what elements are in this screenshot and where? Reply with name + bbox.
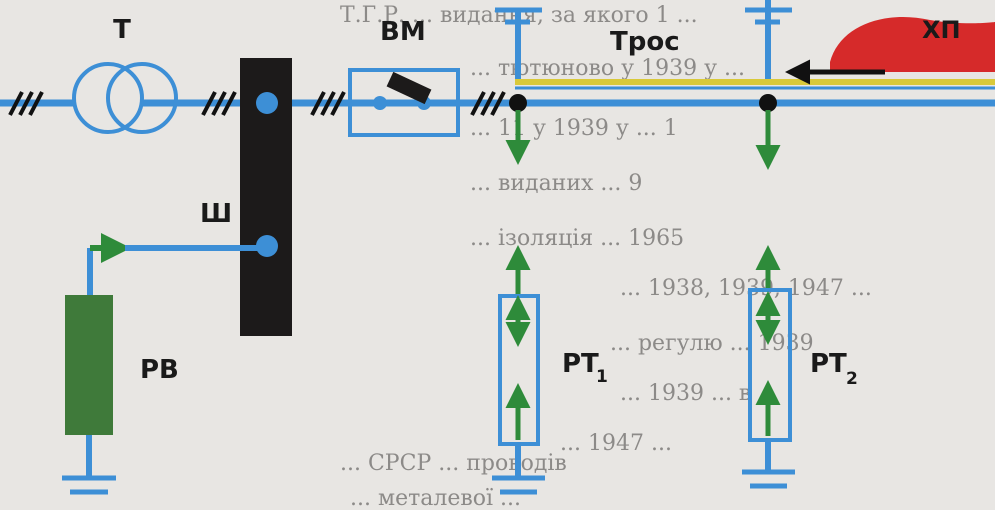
phase-mark-2 [201, 91, 237, 116]
tube-arrester-1: РТ 1 [492, 245, 608, 495]
ground-symbol-rv [62, 475, 116, 495]
valve-arrester [65, 295, 113, 435]
rt1-label: РТ [562, 349, 599, 379]
cloud-shape [830, 16, 995, 72]
valve-arrester-branch: РВ [62, 233, 258, 495]
bg-line: ... 1939 ... в ... [620, 381, 779, 406]
ground-symbol-rt2 [742, 469, 795, 489]
rt1-subscript: 1 [596, 367, 608, 387]
phase-mark-1 [8, 91, 44, 116]
rt2-subscript: 2 [846, 369, 858, 389]
ground-cable: Трос [495, 0, 995, 90]
breaker-contact [386, 71, 432, 105]
rt2-label: РТ [810, 349, 847, 379]
bg-line: ... металевої ... [350, 486, 521, 510]
ground-symbol-rt1 [492, 475, 545, 495]
circuit-breaker: ВМ [348, 17, 460, 137]
three-phase-marks [8, 91, 506, 116]
busbar-node-top [256, 92, 278, 114]
arrester-label: РВ [140, 355, 179, 385]
background-text: Т.Г.Р. ... видання, за якого 1 ... ... т… [340, 3, 872, 510]
bg-line: ... 11 у 1939 у ... 1 [470, 116, 678, 141]
bg-line: ... ізоляція ... 1965 [470, 226, 684, 251]
transformer-label: Т [113, 15, 131, 45]
bg-line: ... виданих ... 9 [470, 171, 642, 196]
bg-line: ... 1938, 1939, 1947 ... [620, 276, 872, 301]
cloud-label: ХП [922, 16, 961, 44]
cable-label: Трос [610, 27, 680, 57]
bg-line: ... регулю ... 1939 [610, 331, 814, 356]
breaker-frame [348, 68, 460, 137]
transformer: Т [72, 15, 178, 134]
phase-mark-4 [470, 91, 506, 116]
busbar-node-bottom [256, 235, 278, 257]
breaker-label: ВМ [380, 17, 426, 47]
bg-line: ... 1947 ... [560, 431, 672, 456]
bg-line: ... СРСР ... проводів [340, 451, 567, 476]
junction-1 [509, 94, 527, 112]
phase-mark-3 [310, 91, 346, 116]
busbar-label: Ш [200, 199, 232, 229]
bg-line: ... тютюново у 1939 у ... [470, 56, 745, 81]
transformer-winding-2 [106, 62, 178, 134]
tube-arrester-2: РТ 2 [742, 245, 858, 489]
storm-cloud: ХП [785, 16, 995, 85]
junction-2 [759, 94, 777, 112]
